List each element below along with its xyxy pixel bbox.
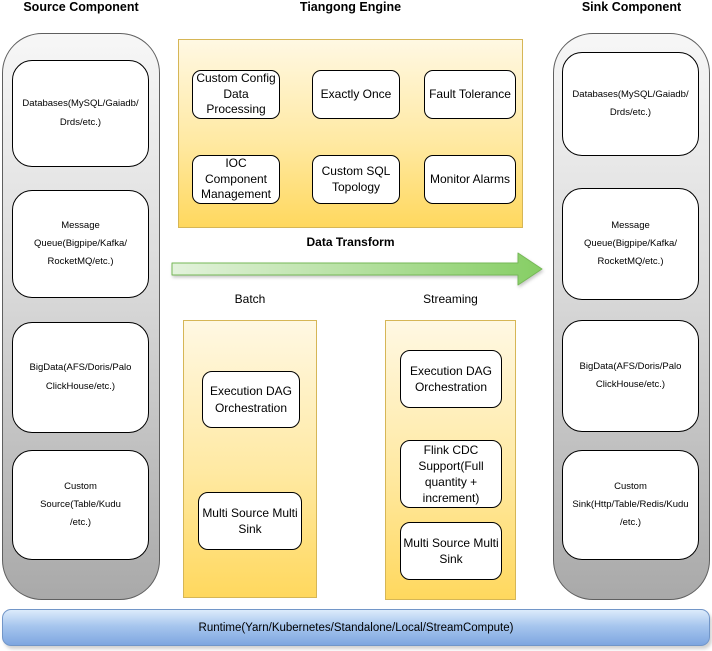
streaming-flink-cdc-box: Flink CDC Support(Full quantity + increm… <box>400 440 502 508</box>
batch-multi-source-sink-box: Multi Source Multi Sink <box>198 492 302 550</box>
runtime-bar: Runtime(Yarn/Kubernetes/Standalone/Local… <box>2 609 710 646</box>
source-databases-box: Databases(MySQL/Gaiadb/ Drds/etc.) <box>12 60 149 167</box>
feature-custom-sql-box: Custom SQL Topology <box>312 155 400 204</box>
batch-panel <box>183 320 317 598</box>
source-component-title: Source Component <box>23 0 139 14</box>
sink-message-queue-box: Message Queue(Bigpipe/Kafka/ RocketMQ/et… <box>562 188 699 300</box>
source-message-queue-box: Message Queue(Bigpipe/Kafka/ RocketMQ/et… <box>12 190 149 298</box>
feature-monitor-alarms-box: Monitor Alarms <box>424 155 516 204</box>
feature-ioc-management-box: IOC Component Management <box>192 155 280 204</box>
source-bigdata-box: BigData(AFS/Doris/Palo ClickHouse/etc.) <box>12 322 149 433</box>
sink-databases-box: Databases(MySQL/Gaiadb/ Drds/etc.) <box>562 52 699 156</box>
runtime-label: Runtime(Yarn/Kubernetes/Standalone/Local… <box>198 621 514 634</box>
streaming-label: Streaming <box>423 292 478 306</box>
batch-label: Batch <box>234 292 266 306</box>
feature-exactly-once-box: Exactly Once <box>312 70 400 119</box>
streaming-multi-source-sink-box: Multi Source Multi Sink <box>400 522 502 580</box>
data-transform-arrow-icon <box>171 252 543 286</box>
feature-custom-config-box: Custom Config Data Processing <box>192 70 280 119</box>
source-custom-source-box: Custom Source(Table/Kudu /etc.) <box>12 450 149 560</box>
batch-execution-dag-box: Execution DAG Orchestration <box>202 371 300 428</box>
data-transform-label: Data Transform <box>306 235 395 249</box>
sink-component-title: Sink Component <box>581 0 682 14</box>
feature-fault-tolerance-box: Fault Tolerance <box>424 70 516 119</box>
tiangong-engine-title: Tiangong Engine <box>299 0 402 14</box>
sink-custom-sink-box: Custom Sink(Http/Table/Redis/Kudu /etc.) <box>562 450 699 560</box>
streaming-execution-dag-box: Execution DAG Orchestration <box>400 350 502 408</box>
sink-bigdata-box: BigData(AFS/Doris/Palo ClickHouse/etc.) <box>562 320 699 432</box>
